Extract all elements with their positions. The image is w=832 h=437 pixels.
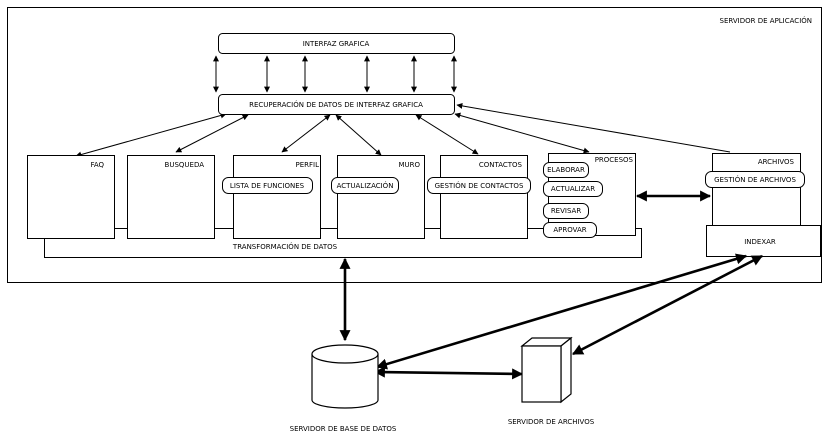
perfil-module — [233, 155, 321, 239]
gui-box — [218, 33, 455, 54]
perfil-label: PERFIL — [296, 161, 320, 169]
gui-label: INTERFAZ GRAFICA — [303, 40, 370, 48]
gui-data-recovery-box — [218, 94, 455, 115]
lista-funciones-label: LISTA DE FUNCIONES — [230, 182, 305, 190]
gui-connector-arrows — [213, 55, 457, 93]
data-transformation-label: TRANSFORMACIÓN DE DATOS — [232, 242, 338, 251]
procesos-label: PROCESOS — [595, 156, 634, 164]
file-server-label: SERVIDOR DE ARCHIVOS — [508, 418, 595, 426]
aprovar-pill — [543, 222, 597, 238]
file-server-icon — [520, 336, 573, 404]
revisar-pill — [543, 203, 589, 219]
actualizar-pill — [543, 181, 603, 197]
faq-module — [27, 155, 115, 239]
indexar-box — [706, 225, 821, 257]
gestion-contactos-label: GESTIÓN DE CONTACTOS — [435, 181, 524, 190]
actualizar-label: ACTUALIZAR — [551, 185, 595, 193]
indexar-label: INDEXAR — [744, 238, 776, 246]
db-fileserver-arrow — [373, 366, 524, 380]
gestion-archivos-label: GESTIÓN DE ARCHIVOS — [714, 175, 796, 184]
faq-label: FAQ — [90, 161, 104, 169]
db-server-label: SERVIDOR DE BASE DE DATOS — [290, 425, 397, 433]
actualizacion-label: ACTUALIZACIÓN — [337, 181, 394, 190]
app-server-label: SERVIDOR DE APLICACIÓN — [720, 16, 812, 25]
busqueda-label: BUSQUEDA — [165, 161, 205, 169]
aprovar-label: APROVAR — [553, 226, 586, 234]
lista-funciones-pill — [222, 177, 313, 194]
gestion-archivos-pill — [705, 171, 805, 188]
contactos-label: CONTACTOS — [479, 161, 523, 169]
archivos-label: ARCHIVOS — [758, 158, 795, 166]
contactos-module — [440, 155, 528, 239]
module-connector-arrows — [75, 102, 731, 158]
database-cylinder-icon — [311, 344, 379, 409]
muro-module — [337, 155, 425, 239]
elaborar-label: ELABORAR — [547, 166, 585, 174]
indexar-fileserver-arrow — [572, 254, 763, 356]
gui-data-recovery-label: RECUPERACIÓN DE DATOS DE INTERFAZ GRAFIC… — [249, 100, 423, 109]
elaborar-pill — [543, 162, 589, 178]
actualizacion-pill — [331, 177, 399, 194]
gestion-contactos-pill — [427, 177, 531, 194]
busqueda-module — [127, 155, 215, 239]
muro-label: MURO — [398, 161, 420, 169]
revisar-label: REVISAR — [551, 207, 582, 215]
